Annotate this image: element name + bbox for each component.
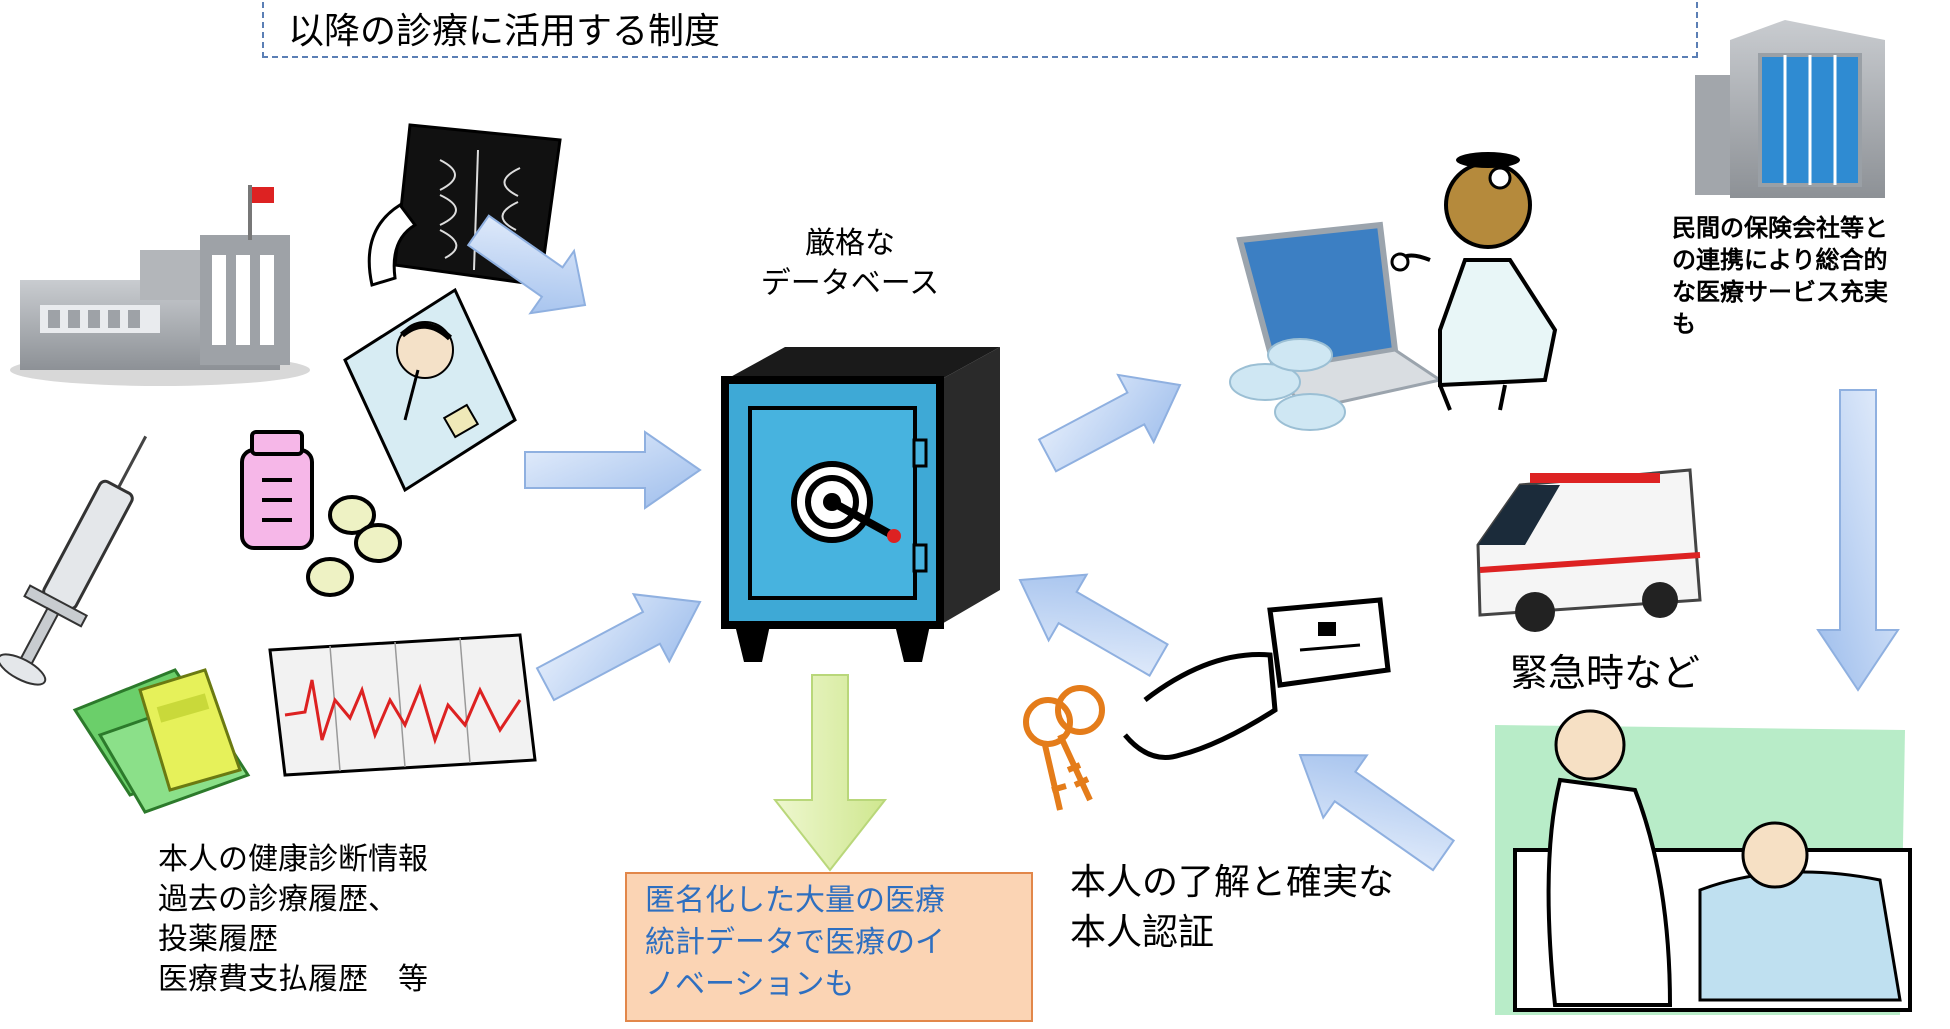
keys-icon [1023,685,1105,811]
arrow-patient-to-auth [1298,753,1456,872]
consent-auth-label: 本人の了解と確実な 本人認証 [1070,862,1395,953]
arrow-pills-to-db [524,430,702,510]
hospital-icon [10,185,310,386]
laptop-icon [1229,221,1444,431]
medicine-icon [240,430,402,597]
arrow-card-to-db [1018,573,1169,677]
arrow-db-to-doctor [1037,373,1182,473]
card-hand-icon [1123,597,1391,760]
doctor-icon [1390,152,1558,411]
safe-icon [721,347,1000,662]
insurance-label: 民間の保険会社等と の連携により総合的 な医療サービス充実 も [1672,214,1888,338]
anonymized-data-label: 匿名化した大量の医療 統計データで医療のイ ノベーションも [645,883,945,1002]
patient-bed-icon [343,287,517,493]
emergency-label: 緊急時など [1510,651,1701,695]
nurse-patient-icon [1495,709,1912,1015]
database-label: 厳格な データベース [760,226,940,301]
money-calculator-icon [72,668,251,814]
office-building-icon [1695,20,1885,198]
arrow-chart-to-db [535,593,702,702]
arrow-db-to-anonymized [772,674,888,872]
anonymized-data-box [625,872,1033,1022]
arrow-xray-to-db [466,214,587,315]
personal-info-label: 本人の健康診断情報 過去の診療履歴、 投薬履歴 医療費支払履歴 等 [158,842,428,997]
syringe-icon [0,435,148,686]
title-frame [262,0,1698,58]
arrow-insurance-down [1816,389,1900,692]
page-title: 以降の診療に活用する制度 [288,11,721,52]
ambulance-icon [1476,468,1702,632]
chart-map-icon [268,633,537,777]
